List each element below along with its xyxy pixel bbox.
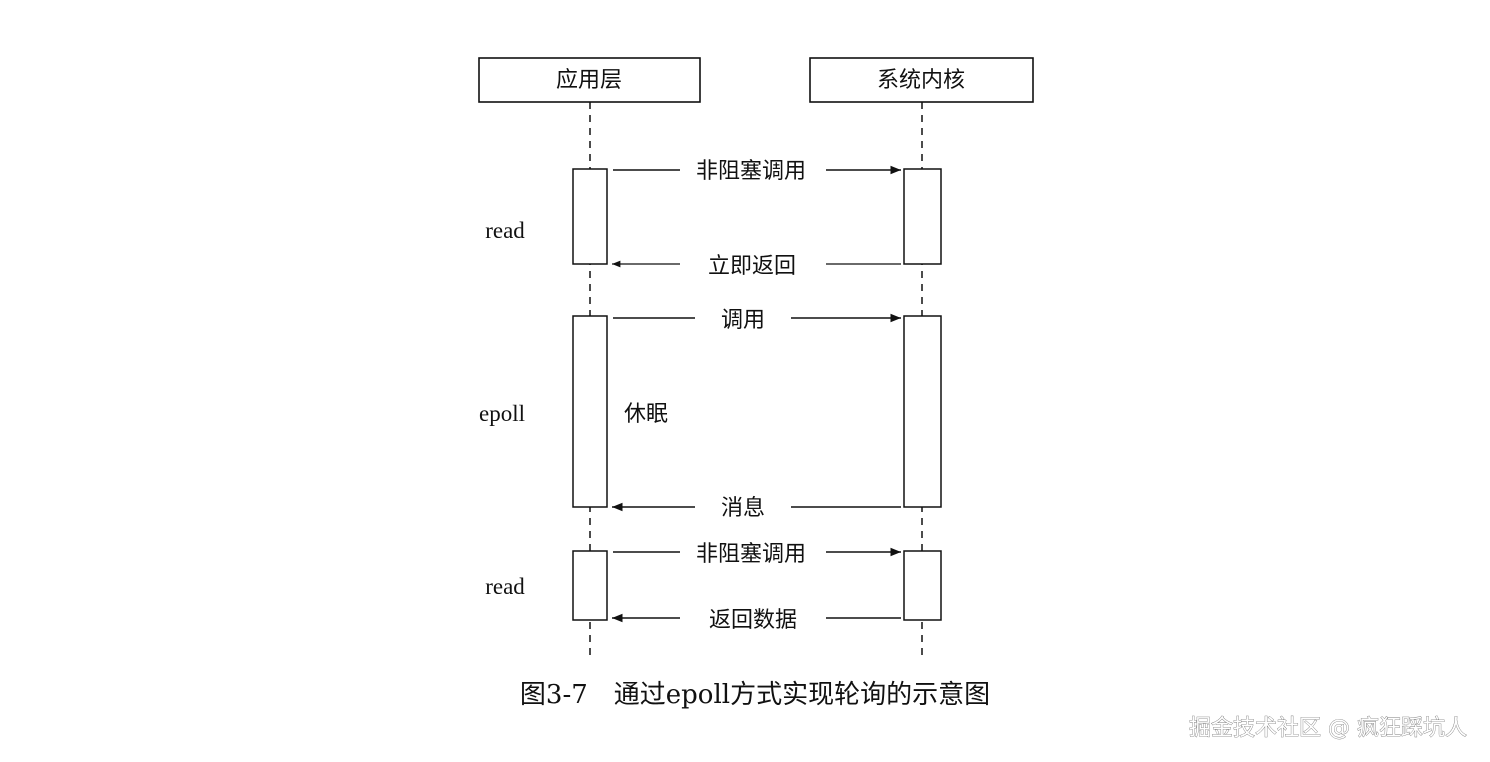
svg-text:非阻塞调用: 非阻塞调用 [696,159,806,184]
message-return-data: 返回数据 [612,608,901,633]
svg-text:消息: 消息 [721,496,765,521]
lifeline-app-header: 应用层 [478,57,701,103]
svg-text:非阻塞调用: 非阻塞调用 [696,542,806,567]
lifeline-kernel-header: 系统内核 [809,57,1034,103]
activation-kernel-read-2 [903,550,942,621]
message-nonblocking-call-1: 非阻塞调用 [613,159,901,184]
watermark: 掘金技术社区 @ 疯狂踩坑人 [1189,716,1467,741]
message-call: 调用 [613,308,901,333]
figure-caption: 图3-7 通过epoll方式实现轮询的示意图 [520,680,990,710]
activation-app-epoll [572,315,608,508]
activation-app-read-2 [572,550,608,621]
lifeline-kernel-label: 系统内核 [877,68,965,93]
svg-text:立即返回: 立即返回 [708,254,796,279]
sleep-note: 休眠 [624,402,668,427]
activation-app-read-1 [572,168,608,265]
svg-text:返回数据: 返回数据 [709,608,797,633]
lifeline-app-label: 应用层 [556,68,622,93]
message-nonblocking-call-2: 非阻塞调用 [613,542,901,567]
phase-label-read-1: read [485,218,525,243]
message-return-immediately: 立即返回 [612,254,901,279]
activation-kernel-read-1 [903,168,942,265]
activation-kernel-epoll [903,315,942,508]
svg-text:调用: 调用 [721,308,765,333]
phase-label-read-2: read [485,574,525,599]
message-notification: 消息 [612,496,901,521]
phase-label-epoll: epoll [479,401,525,426]
